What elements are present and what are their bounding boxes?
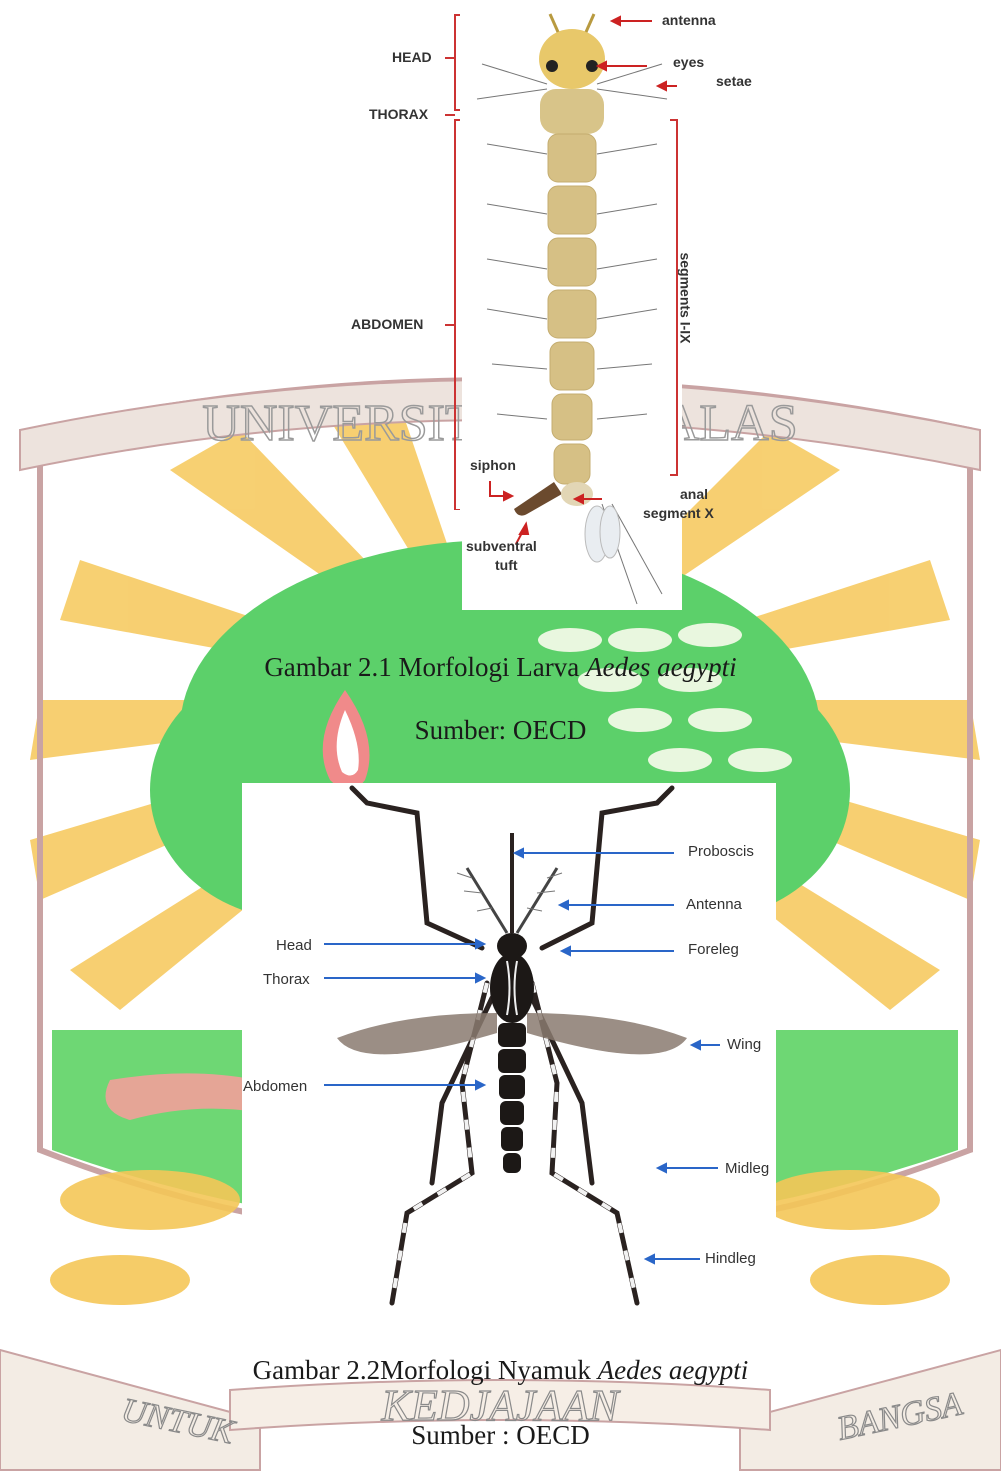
figure1-source: Sumber: OECD	[0, 715, 1001, 746]
label-antenna: antenna	[662, 12, 716, 28]
label-foreleg: Foreleg	[688, 941, 739, 958]
label-head: HEAD	[392, 49, 432, 65]
label-proboscis: Proboscis	[688, 843, 754, 860]
label-subventral-2: tuft	[495, 557, 518, 573]
mosquito-figure	[242, 783, 776, 1323]
label-subventral-1: subventral	[466, 538, 537, 554]
label-thorax-2: Thorax	[263, 971, 310, 988]
label-eyes: eyes	[673, 54, 704, 70]
label-anal-2: segment X	[643, 505, 714, 521]
figure2-source: Sumber : OECD	[0, 1420, 1001, 1451]
figure2-caption: Gambar 2.2Morfologi Nyamuk Aedes aegypti	[0, 1355, 1001, 1386]
mosquito-illustration	[242, 783, 776, 1323]
label-midleg: Midleg	[725, 1160, 769, 1177]
label-thorax: THORAX	[369, 106, 428, 122]
label-wing: Wing	[727, 1036, 761, 1053]
label-abdomen: ABDOMEN	[351, 316, 423, 332]
figure1-caption: Gambar 2.1 Morfologi Larva Aedes aegypti	[0, 652, 1001, 683]
label-antenna-2: Antenna	[686, 896, 742, 913]
label-hindleg: Hindleg	[705, 1250, 756, 1267]
label-setae: setae	[716, 73, 752, 89]
segments-bracket	[665, 115, 695, 485]
label-anal-1: anal	[680, 486, 708, 502]
label-abdomen-2: Abdomen	[243, 1078, 307, 1095]
region-brackets-left	[440, 10, 480, 510]
label-head-2: Head	[276, 937, 312, 954]
